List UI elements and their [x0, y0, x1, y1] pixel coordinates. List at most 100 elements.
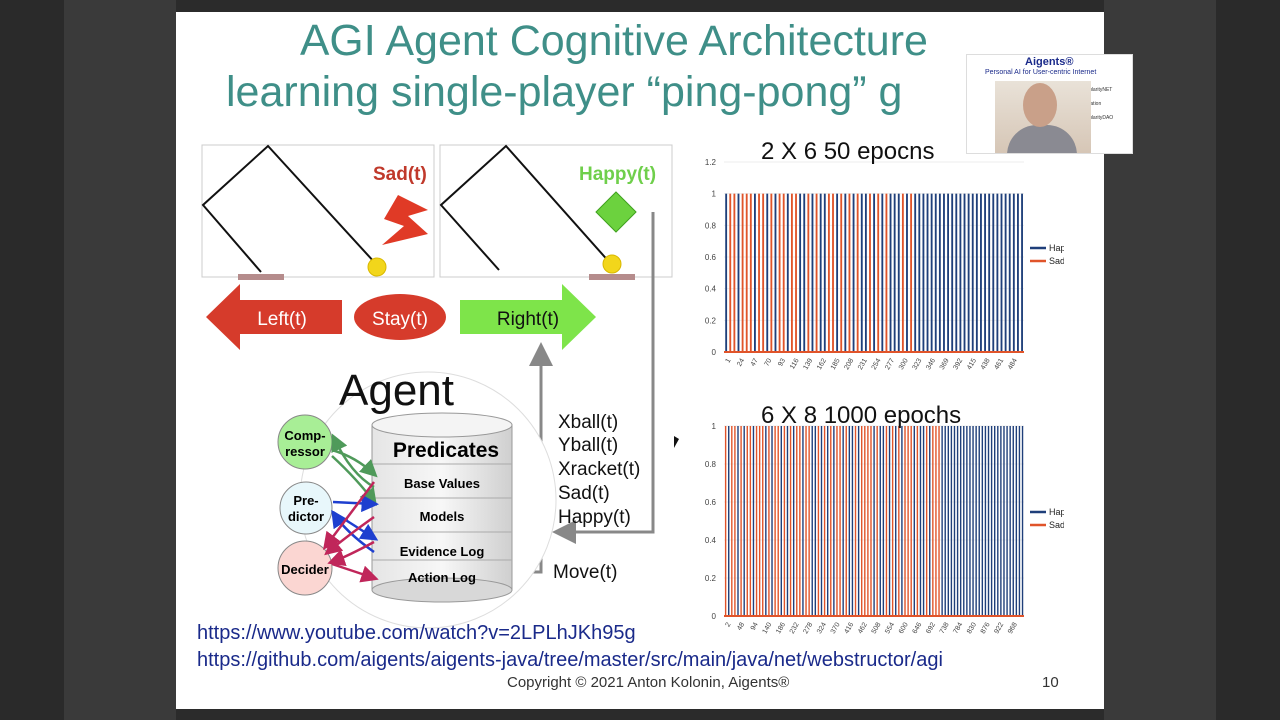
legend-label: Happy — [1049, 243, 1064, 253]
slide-title-line2: learning single-player “ping-pong” g — [226, 68, 903, 116]
bar-happy — [725, 193, 728, 352]
bar-happy — [873, 426, 875, 616]
bar-happy — [1009, 426, 1011, 616]
bar-happy — [922, 426, 925, 616]
x-tick-label: 2 — [725, 621, 733, 628]
bar-happy — [988, 193, 991, 352]
bar-sad — [904, 426, 906, 616]
bar-sad — [885, 193, 888, 352]
bar-sad — [840, 193, 843, 352]
bar-happy — [811, 426, 813, 616]
x-tick-label: 646 — [912, 621, 924, 634]
x-tick-label: 93 — [777, 357, 787, 367]
bar-happy — [873, 193, 876, 352]
bar-happy — [996, 193, 999, 352]
bar-sad — [768, 426, 770, 616]
left-action-label: Left(t) — [257, 309, 307, 330]
x-tick-label: 186 — [775, 621, 787, 634]
y-tick-label: 0.4 — [705, 285, 717, 294]
bar-sad — [848, 193, 851, 352]
bar-sad — [740, 426, 742, 616]
bar-sad — [907, 426, 909, 616]
legend-label: Happy — [1049, 507, 1064, 517]
bar-sad — [885, 426, 888, 616]
right-arrow — [460, 284, 596, 350]
youtube-link[interactable]: https://www.youtube.com/watch?v=2LPLhJKh… — [197, 622, 636, 644]
x-tick-label: 484 — [1007, 357, 1019, 370]
bar-happy — [953, 426, 956, 616]
compressor-label-2: ressor — [285, 444, 325, 459]
x-tick-label: 968 — [1007, 621, 1019, 634]
y-tick-label: 0.4 — [705, 536, 717, 545]
bar-sad — [741, 193, 744, 352]
x-tick-label: 738 — [939, 621, 951, 634]
ball-happy — [602, 254, 622, 274]
lightning-icon — [382, 195, 428, 245]
bar-sad — [778, 193, 781, 352]
webcam-overlay: Aigents® Personal AI for User-centric In… — [966, 54, 1133, 154]
bar-happy — [972, 426, 974, 616]
input-xracket: Xracket(t) — [558, 459, 641, 480]
x-tick-label: 392 — [952, 357, 964, 370]
bar-sad — [755, 426, 758, 616]
bar-happy — [836, 193, 839, 352]
bar-happy — [997, 426, 999, 616]
bar-sad — [733, 193, 736, 352]
x-tick-label: 277 — [884, 357, 896, 370]
racket-happy — [589, 274, 635, 280]
x-tick-label: 323 — [912, 357, 924, 370]
mouse-cursor-icon — [674, 436, 679, 448]
bar-sad — [729, 193, 732, 352]
bar-happy — [975, 426, 977, 616]
x-tick-label: 208 — [843, 357, 855, 370]
bar-happy — [1003, 426, 1005, 616]
bar-happy — [819, 193, 822, 352]
github-link[interactable]: https://github.com/aigents/aigents-java/… — [197, 649, 943, 671]
x-tick-label: 346 — [925, 357, 937, 370]
compressor-label-1: Comp- — [284, 428, 325, 443]
bar-happy — [895, 426, 897, 616]
bar-happy — [893, 193, 896, 352]
bar-sad — [777, 426, 779, 616]
x-tick-label: 48 — [736, 621, 746, 631]
x-tick-label: 24 — [736, 357, 746, 367]
bar-happy — [914, 193, 917, 352]
bar-happy — [864, 193, 867, 352]
left-arrow — [206, 284, 342, 350]
bar-happy — [786, 426, 789, 616]
chart-title: 2 X 6 50 epocns — [761, 140, 934, 165]
bar-happy — [943, 193, 945, 352]
x-tick-label: 370 — [830, 621, 842, 634]
bar-sad — [839, 426, 841, 616]
bar-happy — [951, 193, 954, 352]
x-tick-label: 185 — [830, 357, 842, 370]
bar-happy — [799, 193, 802, 352]
bar-sad — [815, 193, 818, 352]
bar-happy — [950, 426, 953, 616]
bar-sad — [749, 193, 752, 352]
bar-happy — [975, 193, 978, 352]
bar-sad — [925, 426, 928, 616]
bar-sad — [796, 426, 798, 616]
x-tick-label: 232 — [789, 621, 801, 634]
bar-happy — [1017, 193, 1019, 352]
bar-happy — [882, 426, 885, 616]
y-tick-label: 0.2 — [705, 316, 717, 325]
bar-sad — [749, 426, 752, 616]
bar-happy — [1018, 426, 1021, 616]
bar-happy — [947, 426, 950, 616]
bar-sad — [861, 426, 863, 616]
bar-sad — [734, 426, 736, 616]
bar-happy — [774, 193, 777, 352]
y-tick-label: 1.2 — [705, 158, 717, 167]
bar-happy — [990, 426, 993, 616]
bar-happy — [1006, 426, 1008, 616]
y-tick-label: 0.2 — [705, 574, 717, 583]
bar-happy — [918, 193, 921, 352]
bar-sad — [823, 426, 826, 616]
bar-happy — [803, 193, 806, 352]
bar-happy — [1021, 426, 1024, 616]
presenter-head — [1023, 83, 1057, 127]
ball-sad — [367, 257, 387, 277]
